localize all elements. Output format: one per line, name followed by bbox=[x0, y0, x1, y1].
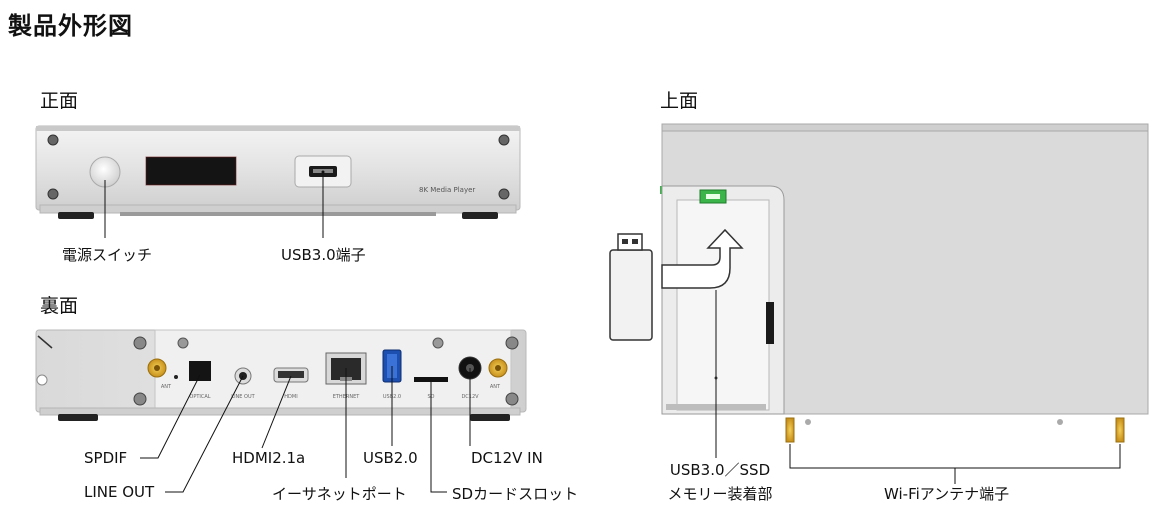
page-title: 製品外形図 bbox=[8, 12, 133, 40]
rear-callout-lines bbox=[140, 366, 471, 493]
callout-wifi-antenna: Wi-Fiアンテナ端子 bbox=[884, 485, 1010, 503]
callout-usb2: USB2.0 bbox=[363, 449, 418, 467]
port-label-optical: OPTICAL bbox=[189, 394, 210, 400]
front-model-text: 8K Media Player bbox=[419, 186, 475, 194]
front-foot-right bbox=[462, 212, 498, 219]
front-bottom-plate bbox=[39, 204, 517, 214]
top-device bbox=[660, 123, 1149, 443]
rear-device bbox=[35, 329, 527, 421]
front-base-shadow bbox=[120, 212, 436, 216]
callout-dc-in: DC12V IN bbox=[471, 449, 543, 467]
callout-sd-slot: SDカードスロット bbox=[452, 485, 579, 503]
port-label-ant: ANT bbox=[161, 384, 172, 390]
front-callout-lines bbox=[104, 172, 324, 238]
front-screw bbox=[47, 134, 59, 146]
callout-usb-ssd: USB3.0／SSD メモリー装着部 bbox=[660, 458, 780, 506]
callout-usb-ssd-line2: メモリー装着部 bbox=[667, 485, 773, 503]
callout-usb-ssd-line1: USB3.0／SSD bbox=[669, 461, 771, 479]
insert-arrow bbox=[661, 228, 744, 289]
front-heading: 正面 bbox=[40, 90, 79, 112]
front-screw bbox=[47, 188, 59, 200]
front-screw bbox=[498, 134, 510, 146]
front-top-edge bbox=[36, 126, 520, 131]
port-label-hdmi: HDMI bbox=[284, 394, 297, 400]
callout-spdif: SPDIF bbox=[84, 449, 128, 467]
front-display bbox=[146, 157, 236, 185]
callout-line-out: LINE OUT bbox=[84, 483, 155, 501]
port-label-ant2: ANT bbox=[490, 384, 501, 390]
callout-hdmi: HDMI2.1a bbox=[232, 449, 306, 467]
sd-slot bbox=[414, 377, 448, 382]
rear-foot-left bbox=[58, 414, 98, 421]
callout-front-usb3: USB3.0端子 bbox=[281, 246, 366, 264]
front-device bbox=[35, 125, 521, 219]
rear-foot-right bbox=[470, 414, 510, 421]
optical-port bbox=[189, 361, 211, 381]
top-heading: 上面 bbox=[660, 90, 699, 112]
top-callout-lines bbox=[715, 290, 1121, 484]
rear-heading: 裏面 bbox=[40, 295, 79, 317]
front-screw bbox=[498, 188, 510, 200]
front-foot-left bbox=[58, 212, 94, 219]
usb-stick bbox=[609, 233, 653, 341]
callout-ethernet: イーサネットポート bbox=[272, 485, 407, 503]
callout-power-switch: 電源スイッチ bbox=[62, 246, 153, 264]
port-label-lineout: LINE OUT bbox=[231, 394, 255, 400]
